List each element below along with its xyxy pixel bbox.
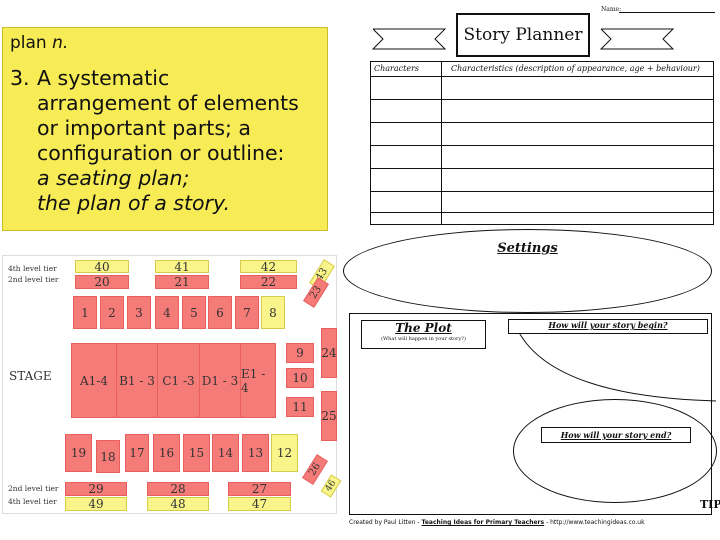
example-1-text: a seating plan; — [37, 166, 190, 190]
stage-label: STAGE — [9, 369, 52, 383]
seat-25[interactable]: 25 — [321, 391, 337, 441]
definition-line-1: A systematic — [37, 66, 170, 90]
sense-number: 3. — [10, 66, 30, 90]
table-divider — [441, 62, 442, 224]
seat-7[interactable]: 7 — [235, 296, 259, 329]
table-row — [371, 191, 713, 192]
name-field[interactable] — [619, 12, 715, 13]
seat-15[interactable]: 15 — [183, 434, 210, 472]
seat-5[interactable]: 5 — [182, 296, 206, 329]
story-begin-question: How will your story begin? — [508, 319, 708, 334]
seat-block-e[interactable]: E1 - 4 — [240, 343, 276, 418]
characters-header: Characters — [374, 64, 419, 73]
settings-label: Settings — [497, 241, 558, 256]
seat-42[interactable]: 42 — [240, 260, 297, 274]
seat-40[interactable]: 40 — [75, 260, 129, 274]
seat-8[interactable]: 8 — [261, 296, 285, 329]
definition-line-2: arrangement of elements — [37, 91, 299, 115]
table-row — [371, 145, 713, 146]
seat-47[interactable]: 47 — [228, 497, 291, 511]
part-of-speech: n. — [52, 33, 69, 53]
seat-2[interactable]: 2 — [100, 296, 124, 329]
definition-line-3: or important parts; a — [37, 116, 251, 140]
footer-credit: Created by Paul Litten - Teaching Ideas … — [349, 519, 645, 526]
table-row — [371, 76, 713, 77]
characteristics-header: Characteristics (description of appearan… — [451, 64, 700, 73]
example-2: the plan of a story. — [10, 191, 324, 216]
seat-22[interactable]: 22 — [240, 275, 297, 289]
seat-14[interactable]: 14 — [212, 434, 239, 472]
table-row — [371, 122, 713, 123]
banner-ribbon — [371, 28, 675, 50]
example-2-text: the plan of a story. — [37, 191, 231, 215]
planner-title: Story Planner — [456, 13, 590, 57]
plot-arc — [512, 318, 717, 402]
definition-sense: 3. A systematic arrangement of elements … — [10, 66, 324, 216]
plot-title-box: The Plot (What will happen in your story… — [361, 320, 486, 349]
seat-6[interactable]: 6 — [208, 296, 232, 329]
story-planner-sheet: Name: Story Planner Characters Character… — [343, 1, 720, 540]
seat-20[interactable]: 20 — [75, 275, 129, 289]
seat-11[interactable]: 11 — [286, 397, 314, 417]
seat-10[interactable]: 10 — [286, 368, 314, 388]
plot-subtitle: (What will happen in your story?) — [381, 336, 466, 342]
seat-block-c[interactable]: C1 -3 — [157, 343, 200, 418]
footer-created: Created by Paul Litten - — [349, 519, 420, 526]
seat-12[interactable]: 12 — [271, 434, 298, 472]
table-row — [371, 168, 713, 169]
seat-19[interactable]: 19 — [65, 434, 92, 472]
seat-4[interactable]: 4 — [155, 296, 179, 329]
headword: plan n. — [10, 33, 68, 53]
seat-41[interactable]: 41 — [155, 260, 209, 274]
definition-box: plan n. 3. A systematic arrangement of e… — [2, 27, 328, 231]
story-end-question: How will your story end? — [541, 427, 691, 443]
seat-block-d[interactable]: D1 - 3 — [199, 343, 241, 418]
tier-label-2nd-top: 2nd level tier — [8, 275, 59, 284]
seat-21[interactable]: 21 — [155, 275, 209, 289]
tier-label-2nd-bottom: 2nd level tier — [8, 484, 59, 493]
seat-23[interactable]: 23 — [303, 277, 329, 308]
name-label: Name: — [601, 6, 622, 13]
table-row — [371, 99, 713, 100]
teaching-ideas-logo: TIP — [700, 498, 720, 511]
plot-area[interactable] — [349, 313, 712, 515]
table-row — [371, 212, 713, 213]
definition-line-4: configuration or outline: — [37, 141, 285, 165]
tier-label-4th-bottom: 4th level tier — [8, 497, 57, 506]
seat-16[interactable]: 16 — [153, 434, 180, 472]
settings-ellipse[interactable]: Settings — [343, 229, 712, 313]
seat-3[interactable]: 3 — [127, 296, 151, 329]
seat-49[interactable]: 49 — [65, 497, 127, 511]
seat-48[interactable]: 48 — [147, 497, 209, 511]
seat-17[interactable]: 17 — [125, 434, 149, 472]
plot-title: The Plot — [395, 321, 452, 335]
characters-table[interactable]: Characters Characteristics (description … — [370, 61, 714, 225]
headword-text: plan — [10, 33, 47, 53]
seat-29[interactable]: 29 — [65, 482, 127, 496]
seat-9[interactable]: 9 — [286, 343, 314, 363]
seat-26[interactable]: 26 — [302, 454, 328, 485]
footer-site-link[interactable]: Teaching Ideas for Primary Teachers — [421, 519, 545, 526]
seating-plan: 4th level tier 2nd level tier STAGE 2nd … — [2, 255, 342, 514]
seat-13[interactable]: 13 — [242, 434, 269, 472]
seat-block-b[interactable]: B1 - 3 — [116, 343, 158, 418]
seat-46[interactable]: 46 — [320, 474, 342, 498]
seat-1[interactable]: 1 — [73, 296, 97, 329]
example-1: a seating plan; — [10, 166, 324, 191]
seat-24[interactable]: 24 — [321, 328, 337, 378]
footer-url[interactable]: - http://www.teachingideas.co.uk — [546, 519, 645, 526]
story-end-ellipse[interactable] — [513, 399, 717, 503]
seat-27[interactable]: 27 — [228, 482, 291, 496]
seat-28[interactable]: 28 — [147, 482, 209, 496]
tier-label-4th-top: 4th level tier — [8, 264, 57, 273]
seat-block-a[interactable]: A1-4 — [71, 343, 117, 418]
seat-18[interactable]: 18 — [96, 440, 120, 473]
